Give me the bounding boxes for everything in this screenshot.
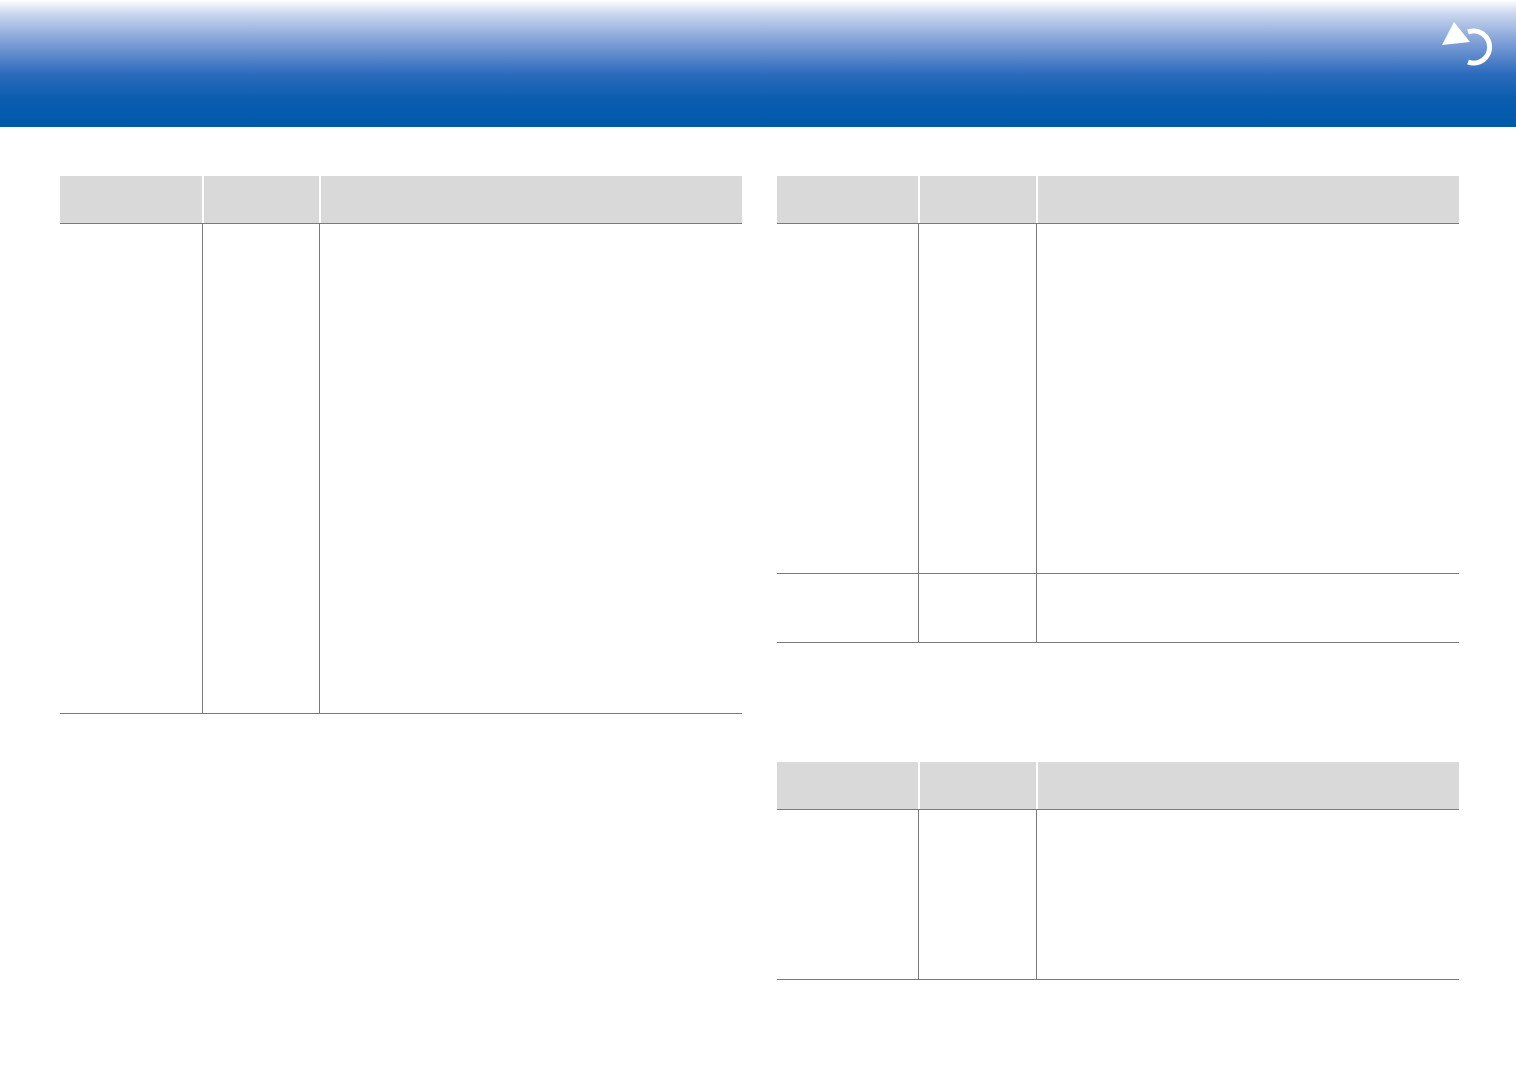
table-row	[60, 224, 742, 713]
back-arrow-icon	[1442, 22, 1492, 66]
settings-table-left	[60, 176, 742, 714]
header-divider	[918, 176, 920, 223]
column-divider	[918, 224, 919, 573]
column-divider	[1036, 810, 1037, 979]
settings-table-right-top	[777, 176, 1459, 643]
settings-table-right-bottom	[777, 762, 1459, 980]
column-divider	[918, 810, 919, 979]
header-divider	[202, 176, 204, 223]
table-header	[777, 176, 1459, 224]
header-divider	[1036, 762, 1038, 809]
header-divider	[1036, 176, 1038, 223]
table-header	[60, 176, 742, 224]
column-divider	[1036, 224, 1037, 573]
column-divider	[918, 574, 919, 642]
column-divider	[1036, 574, 1037, 642]
column-divider	[202, 224, 203, 713]
table-row	[777, 574, 1459, 642]
table-header	[777, 762, 1459, 810]
table-row	[777, 810, 1459, 979]
column-divider	[319, 224, 320, 713]
table-row	[777, 224, 1459, 574]
back-button[interactable]	[1438, 18, 1500, 70]
header-divider	[319, 176, 321, 223]
header-divider	[918, 762, 920, 809]
header-bar	[0, 0, 1516, 127]
